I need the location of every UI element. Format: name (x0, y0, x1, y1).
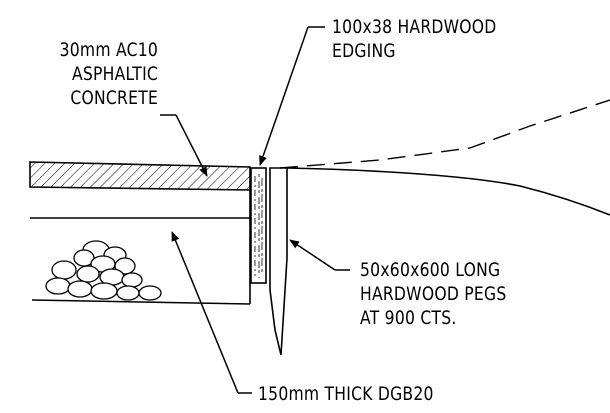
asphalt-label-line1: 30mm AC10 (59, 39, 158, 61)
aggregate-stones (45, 240, 162, 301)
edging-label: 100x38 HARDWOOD EDGING (332, 15, 497, 63)
leader-asphalt (160, 114, 208, 177)
asphalt-label-line2: ASPHALTIC (71, 63, 158, 85)
asphalt-label: 30mm AC10 ASPHALTIC CONCRETE (60, 38, 158, 110)
pegs-label-line1: 50x60x600 LONG (360, 259, 501, 281)
edging-label-line2: EDGING (332, 40, 396, 62)
existing-surface-dashed-line (279, 99, 610, 169)
leader-edging (259, 26, 325, 166)
pegs-label: 50x60x600 LONG HARDWOOD PEGS AT 900 CTS. (360, 258, 506, 330)
edging-label-line1: 100x38 HARDWOOD (332, 16, 497, 38)
leader-base (171, 231, 252, 394)
leader-pegs (289, 239, 350, 271)
hardwood-peg (269, 167, 288, 356)
pegs-label-line3: AT 900 CTS. (360, 307, 457, 329)
base-course-outline (30, 190, 251, 305)
hardwood-edging-board (250, 167, 267, 284)
asphalt-label-line3: CONCRETE (70, 87, 158, 109)
ground-line (286, 167, 610, 216)
base-label-line1: 150mm THICK DGB20 (258, 383, 434, 405)
pegs-label-line2: HARDWOOD PEGS (360, 283, 507, 305)
asphalt-layer (29, 161, 251, 191)
base-label: 150mm THICK DGB20 (258, 382, 434, 406)
